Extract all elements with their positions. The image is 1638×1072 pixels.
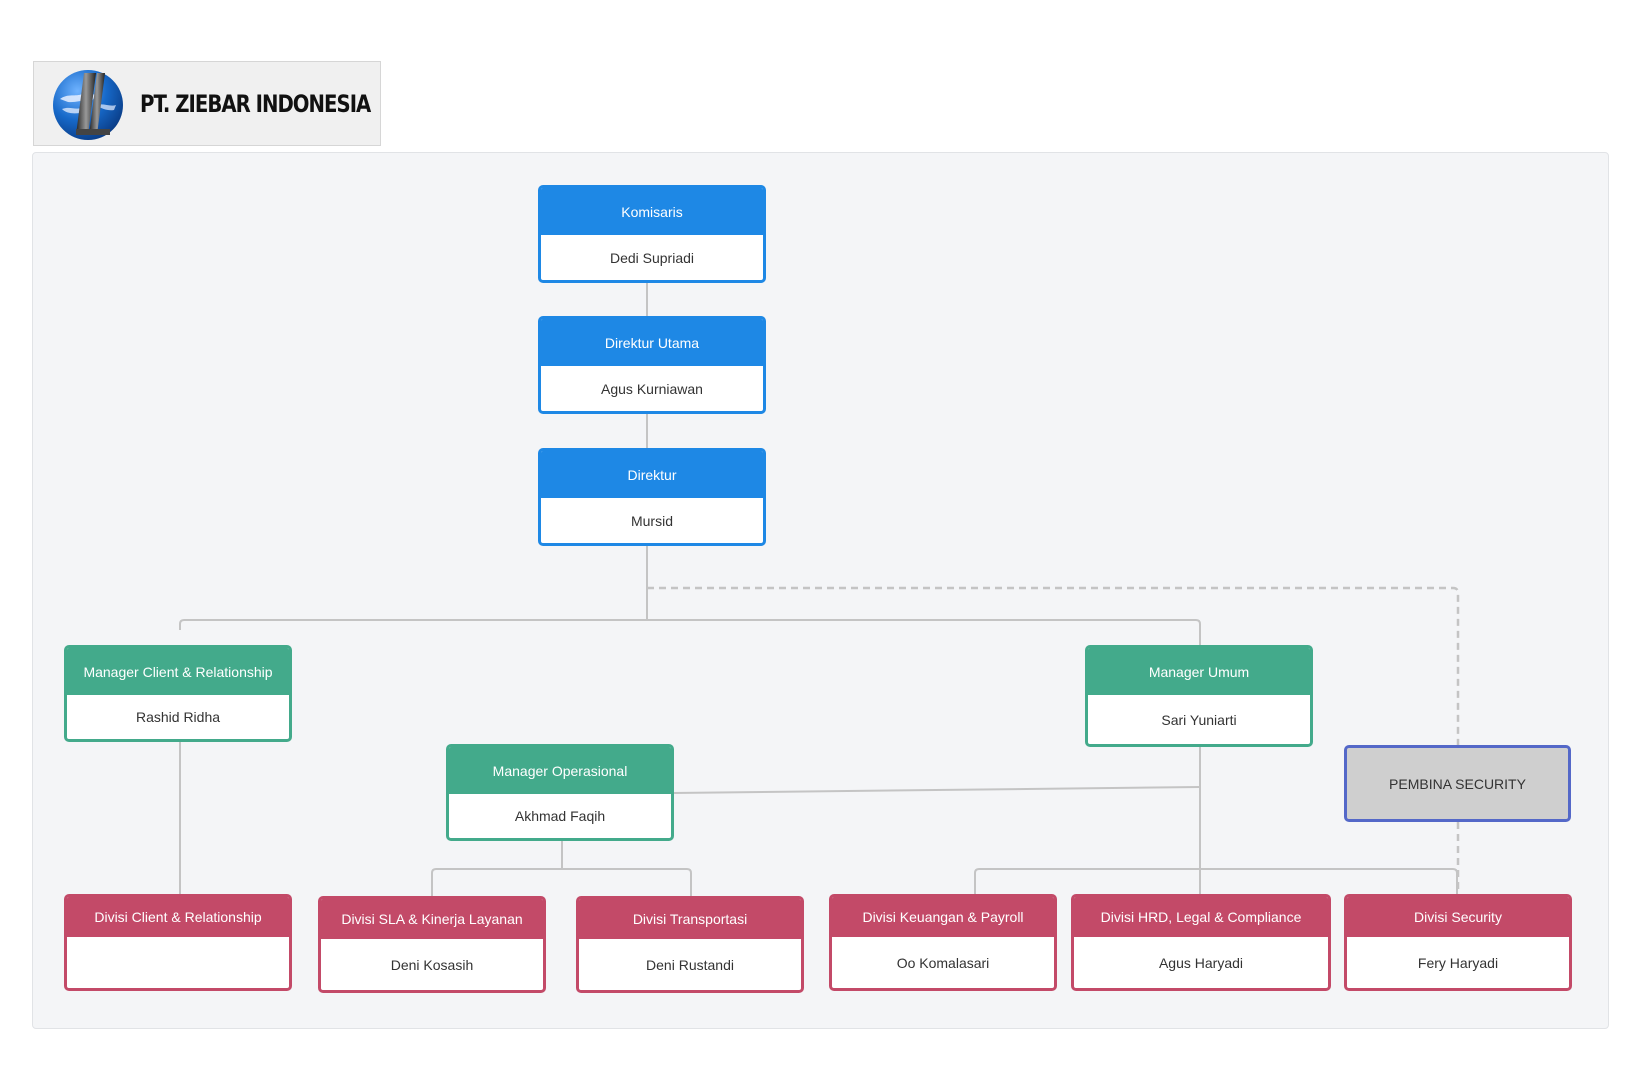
node-title: Manager Client & Relationship [67, 648, 289, 695]
node-person-name: Agus Haryadi [1158, 954, 1244, 971]
ziebar-logo-icon [53, 70, 123, 140]
node-person-name: Rashid Ridha [135, 709, 221, 725]
node-divisi-client-relationship[interactable]: Divisi Client & Relationship [64, 894, 292, 991]
node-divisi-security[interactable]: Divisi Security Fery Haryadi [1344, 894, 1572, 991]
node-person-name: Fery Haryadi [1417, 954, 1499, 971]
org-chart-canvas [32, 152, 1609, 1029]
node-person-name: Deni Rustandi [646, 956, 734, 973]
node-direktur[interactable]: Direktur Mursid [538, 448, 766, 546]
node-title: Komisaris [541, 188, 763, 235]
node-title: Direktur Utama [541, 319, 763, 366]
company-header: PT. ZIEBAR INDONESIA [33, 61, 381, 146]
node-pembina-security[interactable]: PEMBINA SECURITY [1344, 745, 1571, 822]
company-name: PT. ZIEBAR INDONESIA [140, 90, 371, 118]
node-title: Manager Operasional [449, 747, 671, 794]
node-person-name: Oo Komalasari [896, 954, 990, 971]
node-title: Divisi Transportasi [579, 899, 801, 939]
node-title: Divisi Security [1347, 897, 1569, 937]
node-person-name: Sari Yuniarti [1161, 711, 1237, 728]
node-title: Divisi Client & Relationship [67, 897, 289, 937]
node-title: Divisi SLA & Kinerja Layanan [321, 899, 543, 939]
node-direktur-utama[interactable]: Direktur Utama Agus Kurniawan [538, 316, 766, 414]
node-divisi-hrd-legal-compliance[interactable]: Divisi HRD, Legal & Compliance Agus Hary… [1071, 894, 1331, 991]
node-manager-operasional[interactable]: Manager Operasional Akhmad Faqih [446, 744, 674, 841]
node-person-name: Deni Kosasih [390, 956, 474, 973]
node-person-name: Mursid [630, 512, 673, 529]
node-manager-client-relationship[interactable]: Manager Client & Relationship Rashid Rid… [64, 645, 292, 742]
node-divisi-transportasi[interactable]: Divisi Transportasi Deni Rustandi [576, 896, 804, 993]
node-person-name: Agus Kurniawan [601, 380, 703, 397]
node-title: Divisi Keuangan & Payroll [832, 897, 1054, 937]
node-divisi-sla-kinerja-layanan[interactable]: Divisi SLA & Kinerja Layanan Deni Kosasi… [318, 896, 546, 993]
node-title: Direktur [541, 451, 763, 498]
node-komisaris[interactable]: Komisaris Dedi Supriadi [538, 185, 766, 283]
node-title: Manager Umum [1088, 648, 1310, 695]
node-person-name [67, 937, 289, 988]
node-divisi-keuangan-payroll[interactable]: Divisi Keuangan & Payroll Oo Komalasari [829, 894, 1057, 991]
node-person-name: Dedi Supriadi [609, 249, 695, 266]
node-title: Divisi HRD, Legal & Compliance [1074, 897, 1328, 937]
node-person-name: Akhmad Faqih [514, 808, 606, 824]
node-manager-umum[interactable]: Manager Umum Sari Yuniarti [1085, 645, 1313, 747]
